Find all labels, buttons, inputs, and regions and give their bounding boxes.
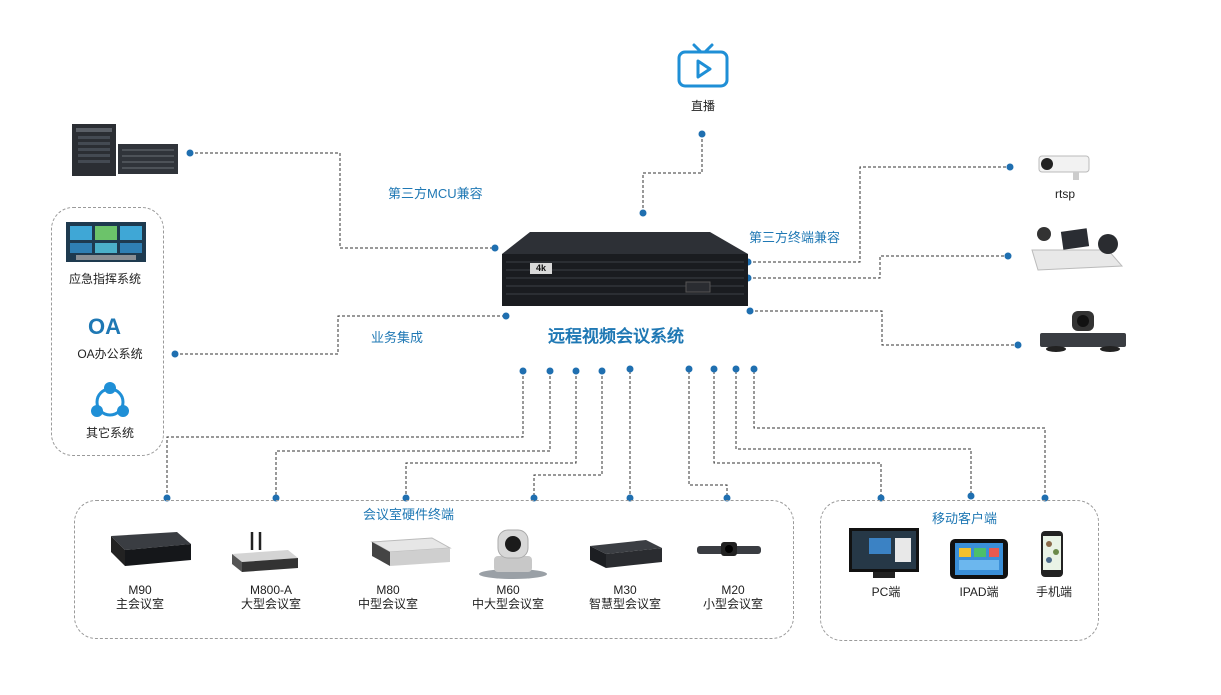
m60-desc: 中大型会议室 <box>471 597 544 611</box>
live-tv-icon <box>677 43 729 88</box>
mcu-server-icon <box>72 124 178 176</box>
emergency-command-label: 应急指挥系统 <box>68 272 141 286</box>
m30-model: M30 <box>613 583 637 597</box>
emergency-command-icon <box>66 222 146 262</box>
rtsp-label: rtsp <box>1054 187 1075 201</box>
mcu-compat-label: 第三方MCU兼容 <box>388 186 483 201</box>
m60-model: M60 <box>496 583 520 597</box>
m800a-desc: 大型会议室 <box>240 597 301 611</box>
m80-model: M80 <box>376 583 400 597</box>
phone-icon <box>1041 531 1063 577</box>
m20-model: M20 <box>721 583 745 597</box>
m90-model: M90 <box>128 583 152 597</box>
m90-device-icon <box>111 532 191 566</box>
mobile-clients-title: 移动客户端 <box>932 511 998 526</box>
room-terminals-group <box>74 500 794 639</box>
center-title: 远程视频会议系统 <box>548 327 684 346</box>
m90-desc: 主会议室 <box>115 597 164 611</box>
m30-desc: 智慧型会议室 <box>588 597 661 611</box>
pc-monitor-icon <box>849 528 919 578</box>
terminal-compat-label: 第三方终端兼容 <box>749 230 841 245</box>
ip-camera-icon <box>1038 155 1090 180</box>
ipad-label: IPAD端 <box>959 585 999 599</box>
other-systems-icon <box>91 382 129 417</box>
m800a-device-icon <box>232 532 298 572</box>
live-label: 直播 <box>690 99 715 113</box>
third-party-terminal-icon <box>1031 227 1124 271</box>
m20-desc: 小型会议室 <box>702 597 763 611</box>
mobile-clients-group <box>820 500 1099 641</box>
left-systems-group <box>51 207 164 456</box>
oa-logo: OA <box>88 314 121 339</box>
ipad-icon <box>950 539 1008 579</box>
m20-device-icon <box>697 542 761 556</box>
oa-label: OA办公系统 <box>77 347 143 361</box>
m800a-model: M800-A <box>249 583 293 597</box>
phone-label: 手机端 <box>1035 585 1072 599</box>
m80-device-icon <box>370 537 452 566</box>
central-server-icon <box>502 232 748 306</box>
pc-label: PC端 <box>871 585 901 599</box>
room-terminals-title: 会议室硬件终端 <box>363 507 455 522</box>
other-systems-label: 其它系统 <box>85 426 134 440</box>
m80-desc: 中型会议室 <box>357 597 418 611</box>
m30-device-icon <box>590 540 662 568</box>
conference-camera-set-icon <box>1040 311 1126 352</box>
m60-camera-icon <box>479 529 547 579</box>
server-badge: 4k <box>530 263 552 274</box>
business-integration-label: 业务集成 <box>371 330 424 345</box>
